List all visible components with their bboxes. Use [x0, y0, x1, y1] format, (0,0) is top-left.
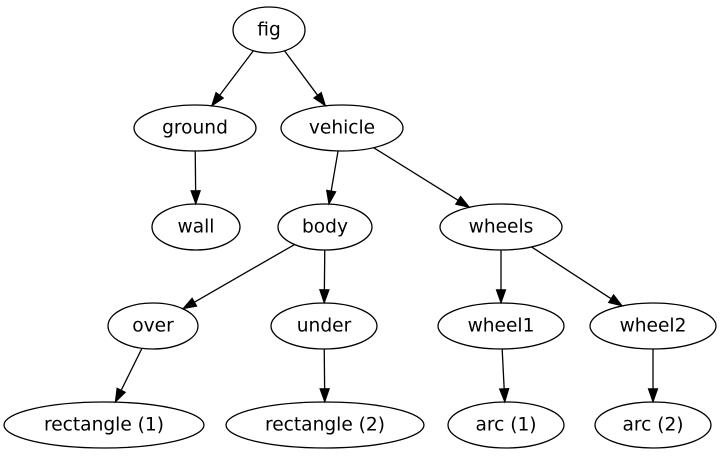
node-ellipse	[3, 401, 205, 449]
edge-wheel2-arc2	[647, 349, 659, 404]
edge-arrowhead-icon	[181, 297, 198, 310]
node-label: wheels	[469, 217, 534, 238]
node-label: wheel1	[468, 316, 535, 337]
node-ellipse	[280, 104, 404, 152]
node-ellipse	[133, 104, 257, 152]
edge-arrowhead-icon	[319, 289, 330, 305]
edge-arrowhead-icon	[190, 190, 201, 206]
edge-arrowhead-icon	[607, 293, 624, 307]
edge-vehicle-wheels	[373, 147, 471, 209]
edge-fig-vehicle	[283, 50, 327, 108]
edge-under-rectangle2	[319, 348, 330, 404]
node-wheel2: wheel2	[589, 302, 717, 350]
node-wall: wall	[151, 203, 241, 251]
node-label: arc (2)	[622, 415, 683, 436]
node-label: fig	[257, 20, 281, 41]
node-arc1: arc (1)	[447, 401, 565, 449]
edge-body-under	[319, 249, 330, 305]
edge-line	[283, 50, 319, 96]
node-ground: ground	[133, 104, 257, 152]
node-ellipse	[447, 401, 565, 449]
node-wheels: wheels	[439, 203, 563, 251]
edge-arrowhead-icon	[312, 91, 327, 108]
node-arc2: arc (2)	[594, 401, 712, 449]
node-rectangle2: rectangle (2)	[225, 401, 425, 449]
node-label: wheel2	[620, 316, 687, 337]
edge-line	[330, 150, 339, 192]
node-ellipse	[277, 203, 373, 251]
node-label: wall	[178, 217, 215, 238]
node-label: vehicle	[309, 118, 375, 139]
node-fig: fig	[232, 6, 306, 54]
edge-line	[531, 246, 612, 300]
edge-arrowhead-icon	[495, 289, 507, 305]
node-over: over	[107, 302, 199, 350]
node-ellipse	[232, 6, 306, 54]
edge-wheel1-arc1	[498, 348, 510, 404]
node-label: over	[132, 316, 174, 337]
edge-vehicle-body	[325, 150, 339, 206]
node-label: rectangle (1)	[44, 415, 164, 436]
edge-arrowhead-icon	[114, 387, 127, 404]
edge-arrowhead-icon	[210, 91, 225, 108]
node-rectangle1: rectangle (1)	[3, 401, 205, 449]
edge-line	[219, 50, 254, 96]
edge-arrowhead-icon	[498, 387, 510, 404]
edge-fig-ground	[210, 50, 254, 108]
node-label: under	[297, 316, 352, 337]
edge-over-rectangle1	[114, 348, 143, 404]
edge-wheels-wheel2	[531, 246, 624, 307]
edge-arrowhead-icon	[325, 189, 337, 206]
node-wheel1: wheel1	[437, 302, 565, 350]
node-label: body	[302, 217, 348, 238]
node-body: body	[277, 203, 373, 251]
edge-wheels-wheel1	[495, 250, 507, 305]
edge-body-over	[181, 243, 295, 310]
edge-line	[501, 348, 505, 389]
edge-line	[373, 147, 459, 201]
node-label: arc (1)	[475, 415, 536, 436]
edge-line	[194, 243, 295, 303]
edge-arrowhead-icon	[454, 195, 471, 209]
node-ellipse	[107, 302, 199, 350]
node-under: under	[270, 302, 378, 350]
edge-arrowhead-icon	[647, 388, 659, 404]
edge-line	[120, 348, 143, 391]
node-label: ground	[162, 118, 228, 139]
edge-ground-wall	[190, 150, 201, 206]
edge-arrowhead-icon	[319, 388, 330, 404]
node-vehicle: vehicle	[280, 104, 404, 152]
node-label: rectangle (2)	[265, 415, 385, 436]
